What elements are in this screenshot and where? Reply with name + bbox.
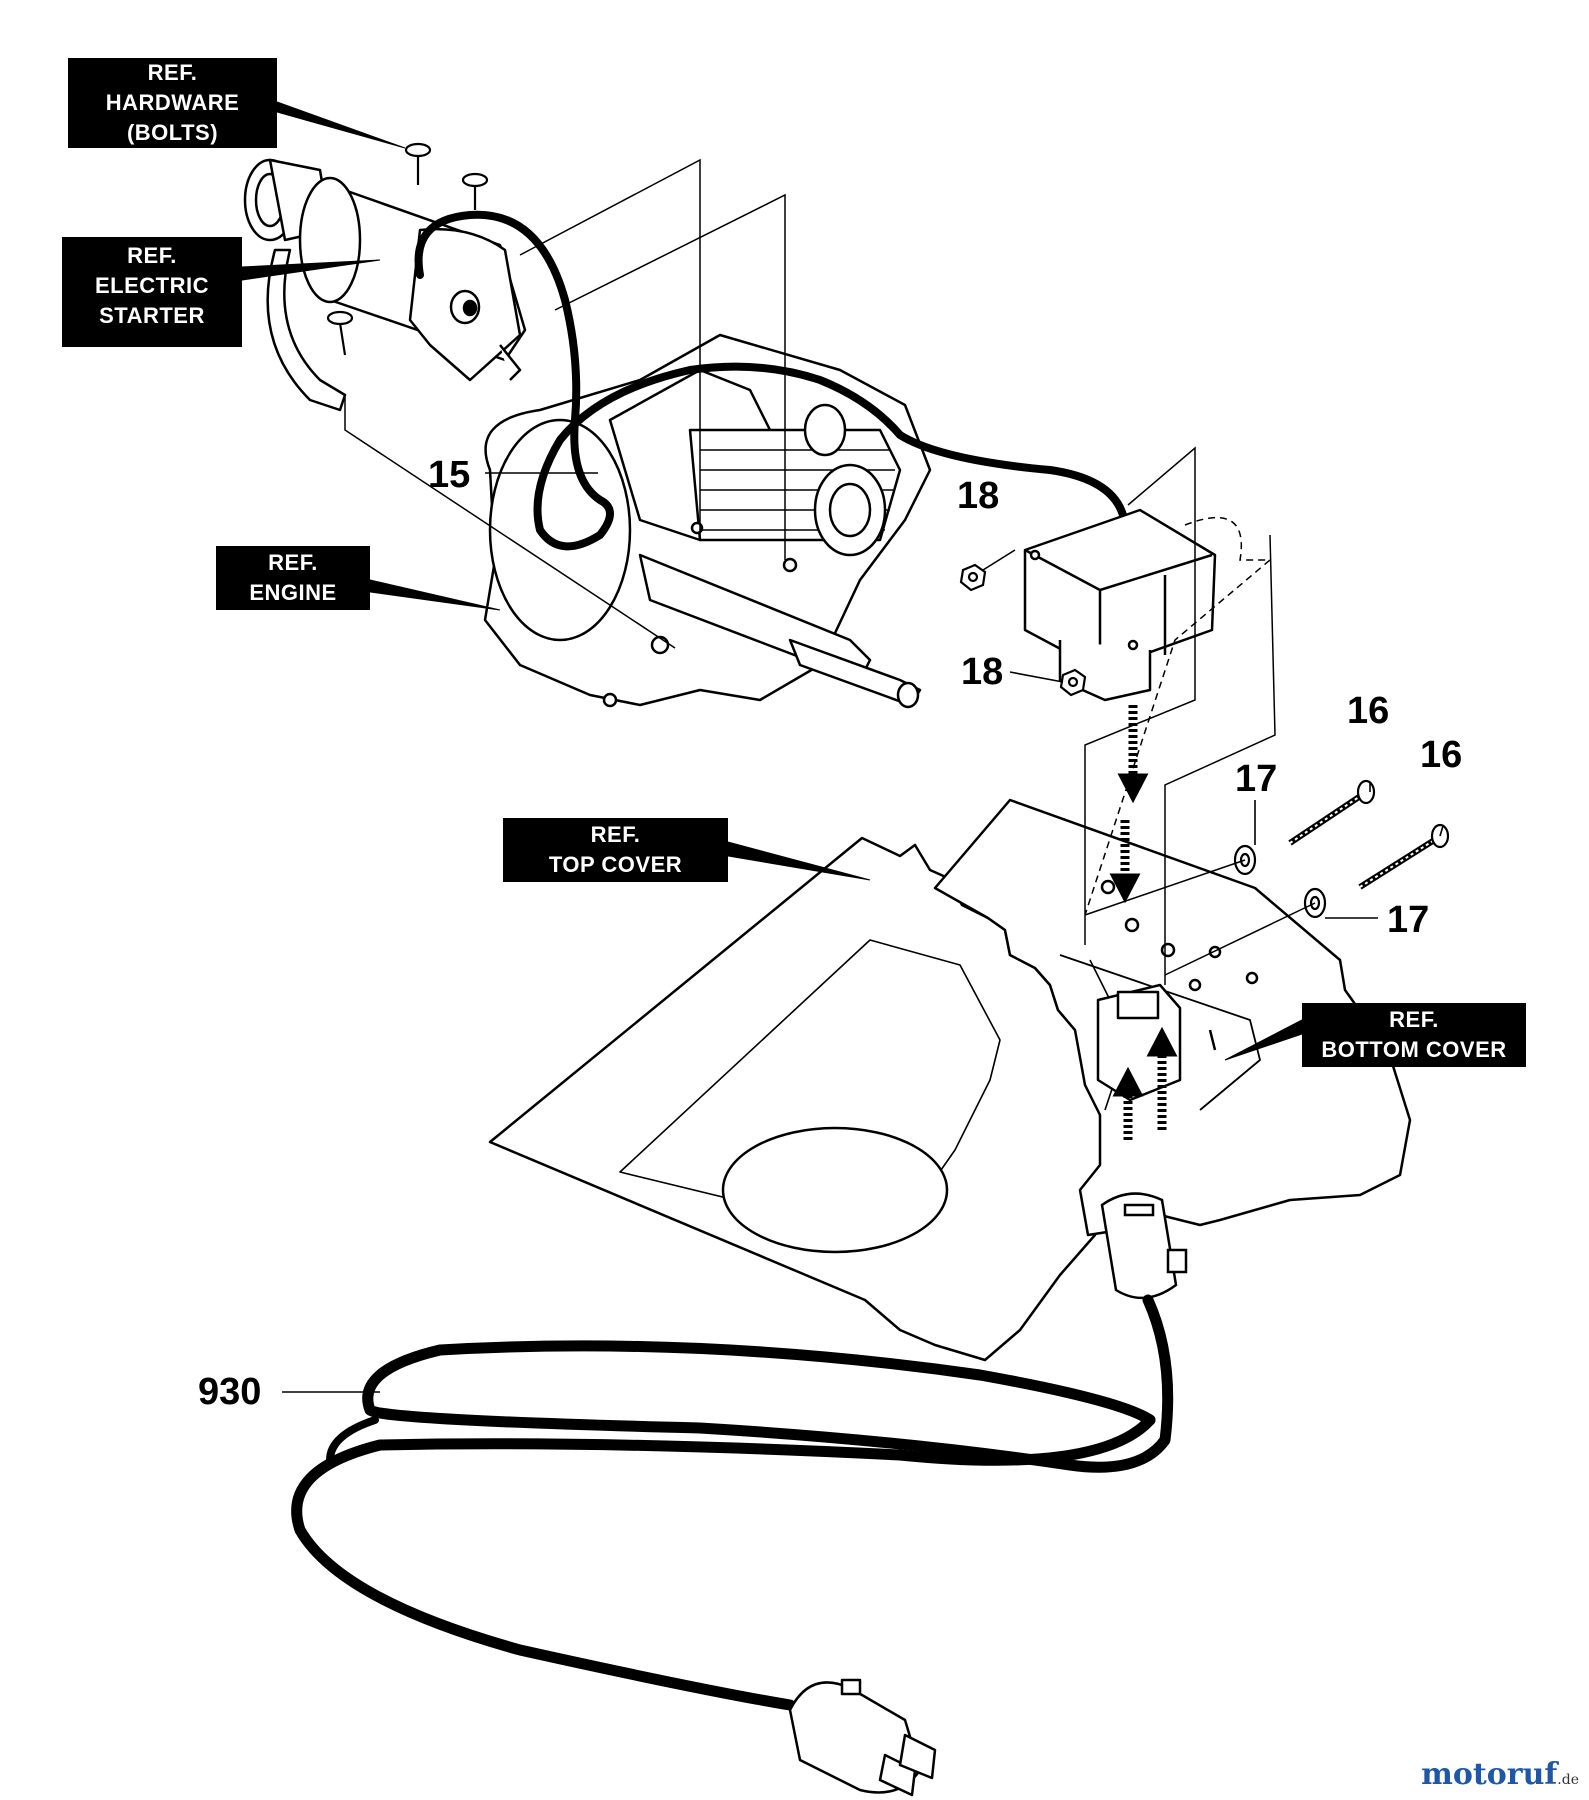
ref-hardware-bolts-label: REF. HARDWARE (BOLTS) (68, 58, 277, 148)
ref-hardware-line-1: REF. (147, 60, 198, 85)
ref-bottom-cover-label: REF. BOTTOM COVER (1302, 1003, 1526, 1067)
part-number-930: 930 (198, 1371, 262, 1413)
receptacle-drawing (1096, 983, 1182, 1102)
engine-drawing (483, 333, 932, 709)
part-number-17-upper: 17 (1235, 758, 1278, 800)
electric-starter-drawing (243, 158, 527, 412)
ref-electric-starter-label: REF. ELECTRIC STARTER (62, 237, 242, 347)
cord-connector-drawing (1100, 1192, 1188, 1300)
ref-top-cover-label: REF. TOP COVER (503, 818, 728, 882)
ref-engine-line-1: REF. (268, 550, 318, 575)
power-cord-drawing (291, 1294, 1174, 1711)
watermark-logo: motoruf.de (1421, 1757, 1579, 1792)
watermark-suffix: .de (1557, 1772, 1579, 1788)
ref-starter-line-3: STARTER (99, 303, 205, 328)
ref-leader-lines (241, 101, 1303, 1061)
part-number-18-bottom: 18 (961, 651, 1004, 693)
power-plug-drawing (788, 1678, 937, 1797)
ref-starter-line-1: REF. (127, 243, 177, 268)
hardware-bolts-drawing (326, 142, 489, 356)
nut-18-drawing (959, 563, 1087, 697)
ref-starter-line-2: ELECTRIC (95, 273, 209, 298)
top-cover-drawing (488, 836, 1112, 1362)
part-number-15: 15 (428, 454, 471, 496)
ref-bottom-cover-line-1: REF. (1389, 1007, 1439, 1032)
part-number-16-left: 16 (1347, 690, 1390, 732)
ref-hardware-line-3: (BOLTS) (126, 120, 219, 145)
screw-16-drawing (1288, 779, 1450, 890)
ref-bottom-cover-line-2: BOTTOM COVER (1321, 1037, 1507, 1062)
assembly-guide-lines (344, 158, 1316, 985)
switch-box-drawing (1023, 508, 1217, 702)
ref-top-cover-line-1: REF. (590, 822, 641, 847)
ref-top-cover-line-2: TOP COVER (548, 852, 683, 877)
ref-engine-line-2: ENGINE (249, 580, 337, 605)
part-number-16-right: 16 (1420, 734, 1463, 776)
ref-hardware-line-2: HARDWARE (105, 90, 240, 115)
ref-engine-label: REF. ENGINE (216, 546, 370, 610)
assembly-arrows (1109, 705, 1178, 1140)
starter-wire-drawing (414, 210, 1129, 551)
watermark-name: motoruf (1421, 1757, 1558, 1792)
part-number-18-top: 18 (957, 475, 1000, 517)
part-number-17-lower: 17 (1387, 899, 1430, 941)
part-number-leaders (282, 472, 1444, 1393)
